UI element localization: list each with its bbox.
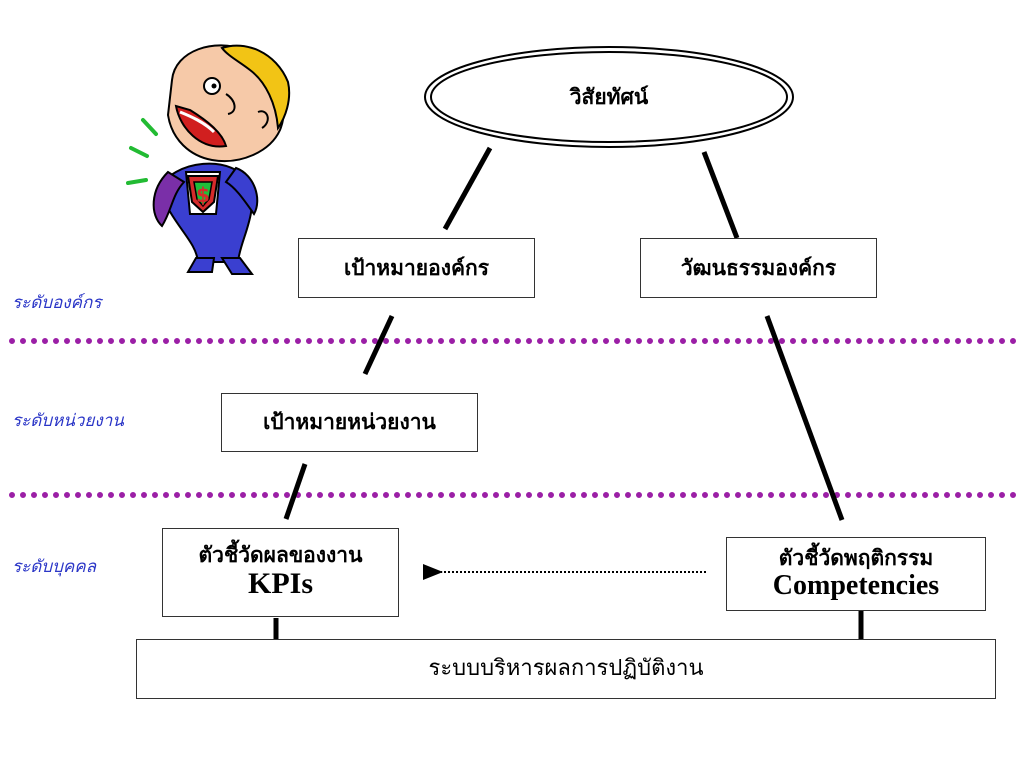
competency-box: ตัวชี้วัดพฤติกรรม Competencies	[726, 537, 986, 611]
kpi-english-label: KPIs	[247, 567, 313, 601]
performance-system-box: ระบบบริหารผลการปฏิบัติงาน	[136, 639, 996, 699]
level-label-org: ระดับองค์กร	[12, 293, 102, 313]
connector-unitgoal-kpi	[283, 463, 308, 520]
level-label-person: ระดับบุคคล	[12, 557, 97, 577]
connector-vision-orggoal	[442, 146, 493, 231]
connector-culture-competency	[764, 315, 845, 521]
connector-vision-culture	[701, 151, 740, 239]
vision-ellipse	[424, 46, 794, 148]
performance-system-label: ระบบบริหารผลการปฏิบัติงาน	[428, 656, 704, 682]
cheering-businessman-icon: $	[126, 44, 291, 275]
unit-goal-box: เป้าหมายหน่วยงาน	[221, 393, 478, 452]
org-culture-label: วัฒนธรรมองค์กร	[680, 254, 837, 280]
competency-english-label: Competencies	[772, 569, 940, 601]
connector-orggoal-unitgoal	[362, 314, 395, 376]
kpi-box: ตัวชี้วัดผลของงาน KPIs	[162, 528, 399, 617]
org-goal-label: เป้าหมายองค์กร	[344, 254, 489, 280]
kpi-thai-label: ตัวชี้วัดผลของงาน	[198, 542, 363, 568]
unit-goal-label: เป้าหมายหน่วยงาน	[263, 409, 436, 435]
org-goal-box: เป้าหมายองค์กร	[298, 238, 535, 298]
org-culture-box: วัฒนธรรมองค์กร	[640, 238, 877, 298]
svg-text:$: $	[196, 183, 210, 207]
vision-label: วิสัยทัศน์	[569, 83, 649, 109]
competency-thai-label: ตัวชี้วัดพฤติกรรม	[778, 544, 934, 570]
level-label-unit: ระดับหน่วยงาน	[12, 411, 124, 431]
